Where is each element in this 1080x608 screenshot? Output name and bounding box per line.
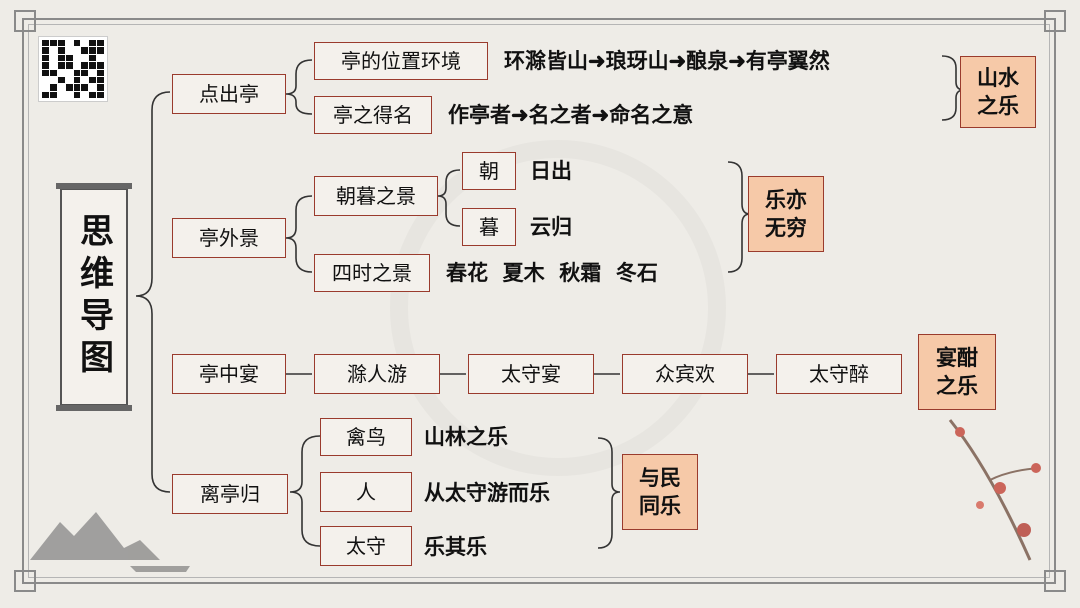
bracket-result-b2 bbox=[727, 161, 751, 273]
bracket-result-b4 bbox=[597, 437, 621, 549]
b2-leaf2-node: 暮 bbox=[462, 208, 516, 246]
chain-node: 众宾欢 bbox=[622, 354, 748, 394]
b1-sub2-node: 亭之得名 bbox=[314, 96, 432, 134]
branch-b4-label: 离亭归 bbox=[200, 482, 260, 506]
brace-b4 bbox=[289, 435, 321, 547]
branch-b4-node: 离亭归 bbox=[172, 474, 288, 514]
branch-b3-node: 亭中宴 bbox=[172, 354, 286, 394]
chain-node: 滁人游 bbox=[314, 354, 440, 394]
b2-sub2-detail: 春花 夏木 秋霜 冬石 bbox=[446, 260, 658, 285]
result-b3: 宴酣之乐 bbox=[918, 334, 996, 410]
b4-item-node: 人 bbox=[320, 472, 412, 512]
chain-label: 众宾欢 bbox=[655, 362, 715, 386]
branch-b1-node: 点出亭 bbox=[172, 74, 286, 114]
b4-item-label: 人 bbox=[356, 480, 376, 504]
b2-leaf2-label: 暮 bbox=[479, 215, 499, 239]
result-b3-line1: 宴酣 bbox=[936, 344, 978, 370]
b2-sub1-node: 朝暮之景 bbox=[314, 176, 438, 216]
branch-b1-label: 点出亭 bbox=[199, 82, 259, 106]
b2-sub2-node: 四时之景 bbox=[314, 254, 430, 292]
chain-label: 太守宴 bbox=[501, 362, 561, 386]
outer-frame bbox=[22, 18, 1056, 584]
chain-label: 滁人游 bbox=[347, 362, 407, 386]
qr-code-icon bbox=[38, 36, 108, 102]
result-b4: 与民同乐 bbox=[622, 454, 698, 530]
result-b2-line1: 乐亦 bbox=[765, 186, 807, 212]
b4-item-detail: 乐其乐 bbox=[424, 534, 487, 559]
b1-sub1-node: 亭的位置环境 bbox=[314, 42, 488, 80]
b4-item-label: 禽鸟 bbox=[346, 425, 386, 449]
branch-b2-label: 亭外景 bbox=[199, 226, 259, 250]
result-b4-line2: 同乐 bbox=[639, 493, 681, 518]
result-b1: 山水之乐 bbox=[960, 56, 1036, 128]
brace-b1 bbox=[285, 59, 313, 115]
branch-b3-label: 亭中宴 bbox=[199, 362, 259, 386]
result-b3-line2: 之乐 bbox=[936, 373, 978, 398]
b1-sub1-label: 亭的位置环境 bbox=[341, 49, 461, 73]
frame-corner-decoration bbox=[14, 10, 36, 32]
b2-leaf1-node: 朝 bbox=[462, 152, 516, 190]
result-b2-line2: 无穷 bbox=[765, 215, 807, 240]
main-brace bbox=[135, 91, 171, 493]
plum-blossom-decoration-icon bbox=[948, 419, 1041, 561]
b1-sub2-detail: 作亭者➜名之者➜命名之意 bbox=[448, 102, 694, 127]
b2-sub1-label: 朝暮之景 bbox=[336, 184, 416, 208]
b1-sub2-label: 亭之得名 bbox=[333, 103, 413, 127]
brace-b2 bbox=[285, 195, 313, 273]
brace-zhaomu bbox=[437, 169, 461, 227]
chain-label: 太守醉 bbox=[809, 362, 869, 386]
frame-corner-decoration bbox=[1044, 570, 1066, 592]
branch-b2-node: 亭外景 bbox=[172, 218, 286, 258]
b4-item-label: 太守 bbox=[346, 534, 386, 558]
page-title: 思维导图 bbox=[73, 213, 114, 381]
b2-leaf1-label: 朝 bbox=[479, 159, 499, 183]
frame-corner-decoration bbox=[14, 570, 36, 592]
b4-item-detail: 山林之乐 bbox=[424, 424, 508, 449]
chain-node: 太守醉 bbox=[776, 354, 902, 394]
inner-frame bbox=[28, 24, 1050, 578]
b4-item-detail: 从太守游而乐 bbox=[424, 480, 550, 505]
result-b4-line1: 与民 bbox=[639, 464, 681, 490]
mountain-decoration-icon bbox=[30, 512, 190, 572]
b2-leaf1-detail: 日出 bbox=[530, 158, 572, 183]
b4-item-node: 禽鸟 bbox=[320, 418, 412, 456]
chain-node: 太守宴 bbox=[468, 354, 594, 394]
frame-corner-decoration bbox=[1044, 10, 1066, 32]
result-b2: 乐亦无穷 bbox=[748, 176, 824, 252]
result-b1-line1: 山水 bbox=[977, 64, 1019, 90]
result-b1-line2: 之乐 bbox=[977, 93, 1019, 118]
b1-sub1-detail: 环滁皆山➜琅玡山➜酿泉➜有亭翼然 bbox=[504, 48, 830, 73]
b4-item-node: 太守 bbox=[320, 526, 412, 566]
b2-sub2-label: 四时之景 bbox=[332, 261, 412, 285]
title-scroll: 思维导图 bbox=[56, 183, 132, 411]
b2-leaf2-detail: 云归 bbox=[530, 214, 572, 239]
